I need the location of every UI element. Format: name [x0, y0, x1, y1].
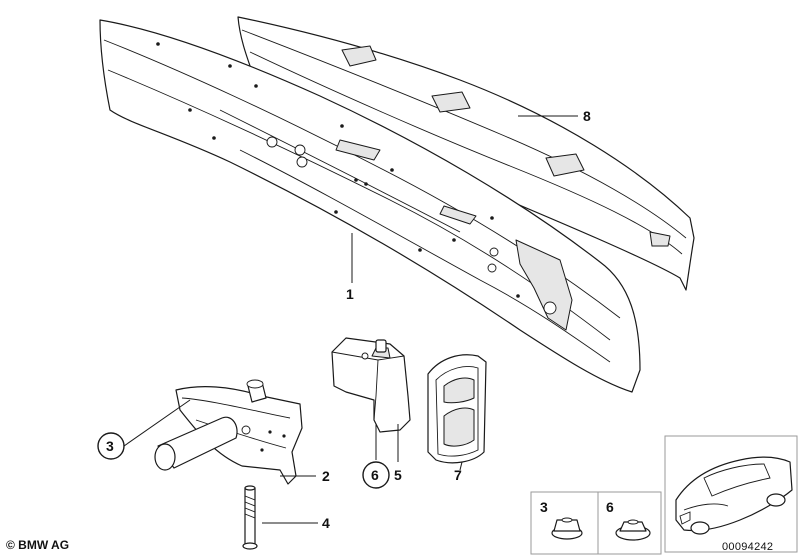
callout-part-3: 3	[106, 438, 114, 454]
leader-lines	[123, 115, 578, 524]
callout-part-4: 4	[322, 515, 330, 531]
document-number: 00094242	[722, 541, 774, 553]
flange-nut-icon	[551, 517, 583, 540]
inset-callout-3: 3	[540, 499, 548, 515]
inset-fasteners: 3 6	[530, 491, 662, 555]
callout-part-2: 2	[322, 468, 330, 484]
inset-callout-6: 6	[606, 499, 614, 515]
speed-nut-icon	[615, 519, 651, 541]
callout-part-5: 5	[394, 467, 402, 483]
impact-absorber-block	[331, 337, 411, 433]
bumper-carrier-beam	[99, 19, 641, 393]
callout-part-6: 6	[371, 467, 379, 483]
callout-circle-3	[97, 432, 125, 460]
callout-circle-6	[362, 461, 390, 489]
callout-part-7: 7	[454, 467, 462, 483]
bolt	[242, 485, 258, 550]
copyright-notice: © BMW AG	[6, 538, 70, 552]
vehicle-thumbnail	[664, 435, 798, 553]
mounting-pad	[427, 354, 487, 464]
callout-part-8: 8	[583, 108, 591, 124]
bumper-absorber-strip	[237, 16, 695, 291]
callout-part-1: 1	[346, 286, 354, 302]
towing-bracket	[154, 379, 303, 485]
